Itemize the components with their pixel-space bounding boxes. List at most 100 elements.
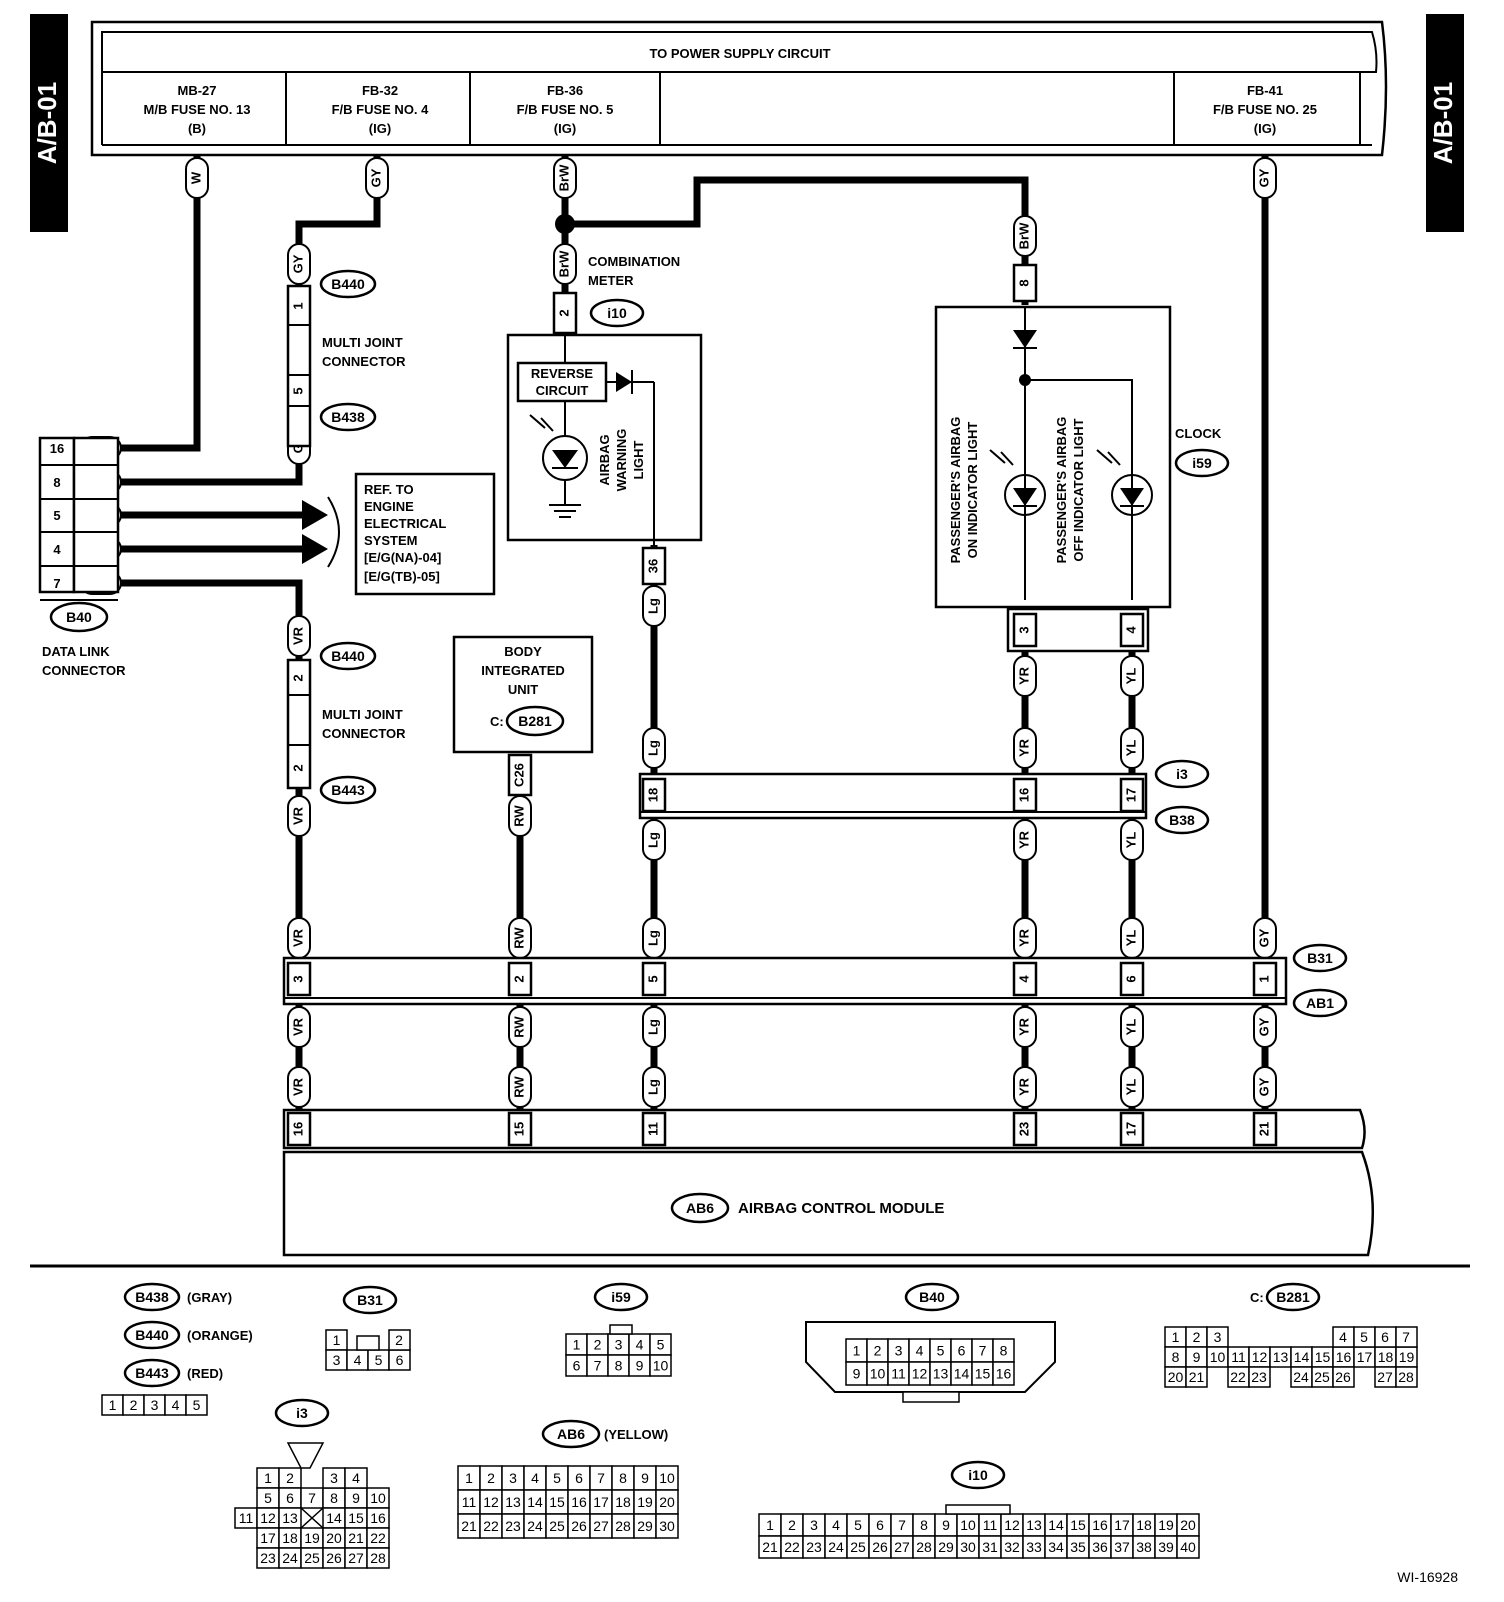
legend-pin: 9	[641, 1470, 649, 1486]
svg-text:(GRAY): (GRAY)	[187, 1290, 232, 1305]
legend-pin: 14	[1294, 1349, 1310, 1365]
svg-text:CLOCK: CLOCK	[1175, 426, 1222, 441]
legend-pin: 10	[870, 1366, 886, 1382]
legend-pin: 2	[788, 1517, 796, 1533]
svg-text:RW: RW	[511, 1076, 526, 1098]
svg-text:GY: GY	[368, 168, 383, 187]
svg-text:17: 17	[1123, 788, 1138, 802]
svg-text:23: 23	[1251, 1369, 1267, 1385]
legend-pin: 25	[549, 1518, 565, 1534]
legend-pin: 18	[282, 1530, 298, 1546]
svg-text:GY: GY	[1256, 1077, 1271, 1096]
legend-pin: 3	[615, 1337, 623, 1353]
legend-pin: 2	[286, 1470, 294, 1486]
svg-text:B438: B438	[331, 409, 365, 425]
legend-pin: 1	[1172, 1329, 1180, 1345]
legend-pin: 30	[960, 1539, 976, 1555]
svg-text:A/B-01: A/B-01	[1428, 82, 1458, 164]
legend-pin: 7	[898, 1517, 906, 1533]
wire-gy-fb32	[116, 155, 381, 486]
svg-text:YR: YR	[1016, 830, 1031, 849]
svg-text:YR: YR	[1016, 928, 1031, 947]
svg-text:YR: YR	[1016, 1077, 1031, 1096]
svg-text:(YELLOW): (YELLOW)	[604, 1427, 668, 1442]
svg-text:YL: YL	[1123, 668, 1138, 685]
legend-pin: 14	[1048, 1517, 1064, 1533]
svg-text:(IG): (IG)	[369, 121, 391, 136]
svg-text:FB-41: FB-41	[1247, 83, 1283, 98]
legend-pin: 1	[465, 1470, 473, 1486]
svg-text:i10: i10	[607, 305, 627, 321]
wire-code-capsule: GY	[287, 243, 311, 285]
legend-pin: 15	[1315, 1349, 1331, 1365]
legend-pin: 25	[850, 1539, 866, 1555]
svg-text:VR: VR	[290, 1077, 305, 1096]
svg-text:B440: B440	[331, 648, 365, 664]
svg-text:REVERSE: REVERSE	[531, 366, 593, 381]
wire-code-capsule: YL	[1120, 819, 1144, 861]
legend-pin: 12	[260, 1510, 276, 1526]
svg-text:[E/G(NA)-04]: [E/G(NA)-04]	[364, 550, 441, 565]
b31-pin: 1	[1256, 975, 1271, 982]
svg-text:B40: B40	[66, 609, 92, 625]
wire-code-capsule: YR	[1013, 1066, 1037, 1108]
legend-pin: 20	[326, 1530, 342, 1546]
power-supply-box: TO POWER SUPPLY CIRCUIT MB-27 M/B FUSE N…	[90, 20, 1388, 157]
legend-pin: 6	[286, 1490, 294, 1506]
legend-pin: 5	[375, 1352, 383, 1368]
svg-text:WARNING: WARNING	[614, 429, 629, 492]
svg-text:BrW: BrW	[1016, 222, 1031, 249]
svg-text:27: 27	[1377, 1369, 1393, 1385]
svg-text:INTEGRATED: INTEGRATED	[481, 663, 565, 678]
legend-pin: 3	[509, 1470, 517, 1486]
legend-pin: 7	[308, 1490, 316, 1506]
svg-text:(B): (B)	[188, 121, 206, 136]
svg-text:5: 5	[290, 387, 305, 394]
svg-text:Lg: Lg	[645, 1019, 660, 1035]
svg-text:SYSTEM: SYSTEM	[364, 533, 417, 548]
legend-pin: 12	[912, 1366, 928, 1382]
clock-unit: 8 PASSENGER'S AIRBAG ON INDICATOR LIGHT …	[934, 263, 1230, 653]
legend-pin: 10	[370, 1490, 386, 1506]
legend-pin: 8	[615, 1358, 623, 1374]
svg-text:AB6: AB6	[557, 1426, 585, 1442]
legend-pin: 8	[330, 1490, 338, 1506]
svg-text:1: 1	[290, 302, 305, 309]
wire-code-capsule: YL	[1120, 1066, 1144, 1108]
engine-ref-arrows	[302, 496, 340, 568]
legend-pin: 21	[1189, 1369, 1205, 1385]
wire-code-capsule: Lg	[642, 819, 666, 861]
svg-text:VR: VR	[290, 806, 305, 825]
legend-pin: 7	[597, 1470, 605, 1486]
svg-text:B438: B438	[135, 1289, 169, 1305]
legend-pin: 35	[1070, 1539, 1086, 1555]
legend-pin: 4	[916, 1343, 924, 1359]
legend-pin: 26	[571, 1518, 587, 1534]
svg-text:C26: C26	[511, 763, 526, 787]
legend-pin: 3	[895, 1343, 903, 1359]
legend-pin: 13	[1273, 1349, 1289, 1365]
legend-pin: 4	[832, 1517, 840, 1533]
wire-code-capsule: RW	[508, 917, 532, 959]
svg-text:AB6: AB6	[686, 1200, 714, 1216]
legend-pin: 11	[891, 1366, 906, 1382]
wire-code-capsule: GY	[1253, 1006, 1277, 1048]
svg-text:CONNECTOR: CONNECTOR	[42, 663, 126, 678]
svg-text:REF. TO: REF. TO	[364, 482, 414, 497]
legend-pin: 4	[172, 1397, 180, 1413]
svg-text:COMBINATION: COMBINATION	[588, 254, 680, 269]
b31-pin: 6	[1123, 975, 1138, 982]
svg-text:YL: YL	[1123, 1079, 1138, 1096]
svg-text:(ORANGE): (ORANGE)	[187, 1328, 253, 1343]
legend-pin: 39	[1158, 1539, 1174, 1555]
legend-color-notes: B438 (GRAY) B440 (ORANGE) B443 (RED)	[123, 1282, 253, 1388]
b31-pin: 2	[511, 975, 526, 982]
svg-text:B31: B31	[357, 1292, 383, 1308]
legend-pin: 8	[920, 1517, 928, 1533]
multi-joint-connector-lower: 2 2 B440 B443 MULTI JOINT CONNECTOR	[286, 641, 406, 805]
legend-pin: 16	[370, 1510, 386, 1526]
svg-text:FB-32: FB-32	[362, 83, 398, 98]
